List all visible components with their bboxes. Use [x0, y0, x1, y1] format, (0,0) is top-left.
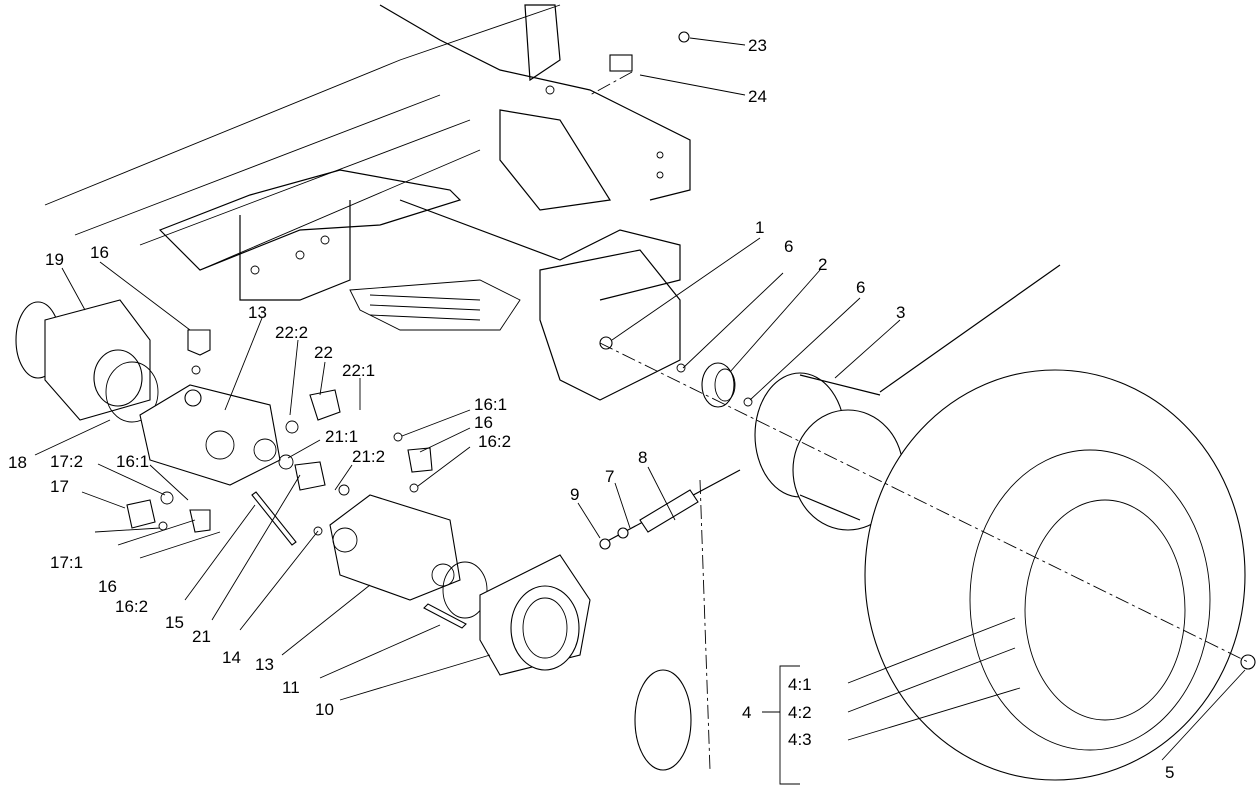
- callout-21-1: 21:1: [325, 427, 358, 446]
- drive-gear: [676, 362, 753, 408]
- callout-1: 1: [755, 218, 764, 237]
- hydraulic-motor-lower: [329, 494, 488, 619]
- callout-13b: 13: [255, 655, 274, 674]
- callout-22: 22: [314, 343, 333, 362]
- tire-wheel: [864, 264, 1256, 781]
- vehicle-frame: [44, 4, 691, 401]
- callout-15: 15: [165, 613, 184, 632]
- callout-18: 18: [8, 453, 27, 472]
- callout-4-1: 4:1: [788, 675, 812, 694]
- motor-housing-left: [15, 299, 159, 423]
- callout-7: 7: [605, 467, 614, 486]
- callout-4-3: 4:3: [788, 730, 812, 749]
- callout-3: 3: [896, 303, 905, 322]
- assembly-centerlines: [589, 71, 1249, 771]
- wheel-hub: [754, 372, 904, 531]
- callout-16-1a: 16:1: [474, 395, 507, 414]
- callout-8: 8: [638, 448, 647, 467]
- callout-16-2a: 16:2: [478, 432, 511, 451]
- callout-4: 4: [742, 703, 751, 722]
- callout-2: 2: [818, 255, 827, 274]
- callout-5: 5: [1165, 763, 1174, 782]
- callout-17-1: 17:1: [50, 553, 83, 572]
- callout-24: 24: [748, 87, 767, 106]
- callout-21-2: 21:2: [352, 447, 385, 466]
- callout-16-2b: 16:2: [115, 597, 148, 616]
- callout-13a: 13: [248, 303, 267, 322]
- callout-14: 14: [222, 648, 241, 667]
- hydraulic-motor-upper: [139, 384, 281, 486]
- callout-16-1b: 16:1: [116, 452, 149, 471]
- hub-housing: [479, 554, 692, 771]
- callout-6a: 6: [784, 237, 793, 256]
- leader-lines: [34, 37, 1246, 785]
- callout-11: 11: [282, 678, 300, 697]
- callout-9: 9: [570, 485, 579, 504]
- callout-16b: 16: [474, 413, 493, 432]
- callout-4-2: 4:2: [788, 703, 812, 722]
- shaft-assembly: [599, 469, 741, 550]
- callout-10: 10: [315, 700, 334, 719]
- callout-23: 23: [748, 36, 767, 55]
- callout-19: 19: [45, 250, 64, 269]
- callout-17: 17: [50, 477, 69, 496]
- callout-6b: 6: [856, 278, 865, 297]
- callout-16c: 16: [98, 577, 117, 596]
- fittings: [126, 329, 467, 629]
- callout-22-1: 22:1: [342, 361, 375, 380]
- callout-21: 21: [192, 627, 211, 646]
- callout-17-2: 17:2: [50, 452, 83, 471]
- callout-16a: 16: [90, 243, 109, 262]
- callout-22-2: 22:2: [275, 323, 308, 342]
- callout-labels: 1 2 3 4 4:1 4:2 4:3 5 6 6 7 8 9 10 11 13…: [8, 36, 1174, 782]
